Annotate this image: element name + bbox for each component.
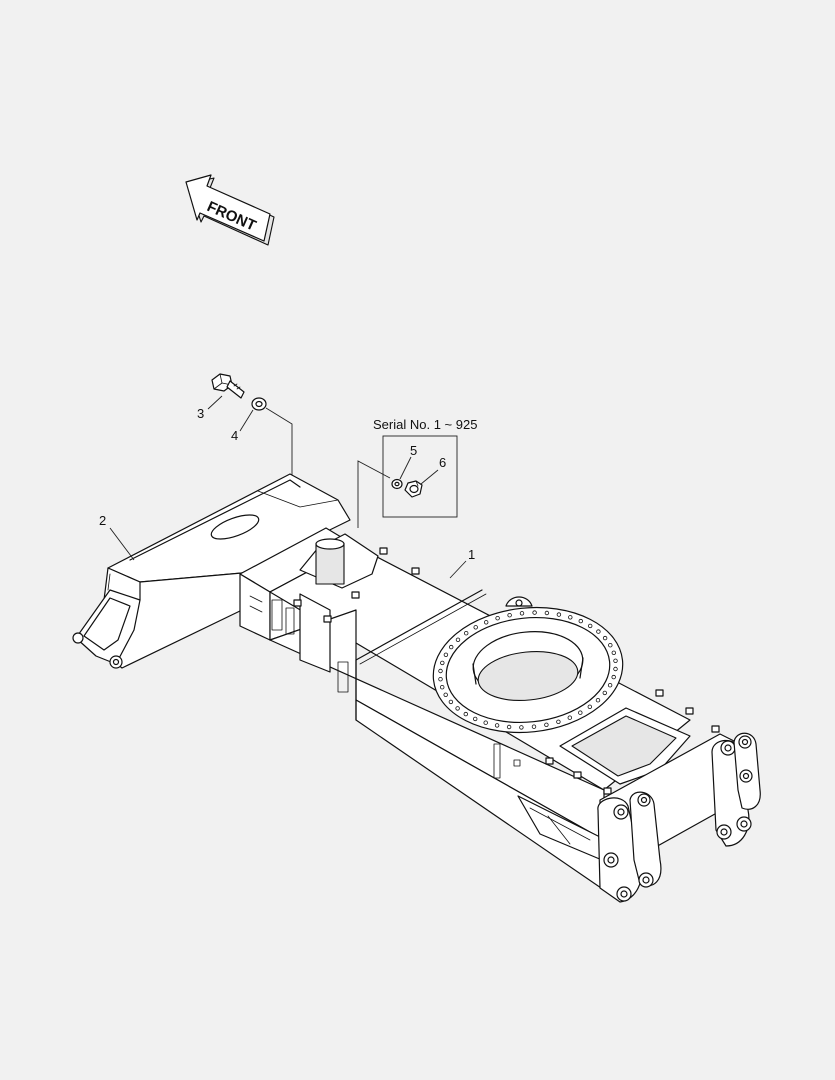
- ring-bolt-hole: [556, 719, 561, 724]
- ring-bolt-hole: [464, 631, 469, 636]
- ring-bolt-hole: [448, 699, 454, 705]
- leader-4: [239, 409, 254, 432]
- ring-bolt-hole: [608, 643, 613, 648]
- ring-bolt-hole: [607, 683, 613, 688]
- ring-bolt-hole: [506, 724, 512, 730]
- serial-note: Serial No. 1 ~ 925: [373, 417, 477, 432]
- ring-bolt-hole: [578, 710, 583, 715]
- ring-bolt-hole: [494, 723, 500, 728]
- leader-1: [449, 560, 467, 579]
- ring-bolt-hole: [578, 618, 583, 624]
- leader-5: [399, 456, 412, 480]
- ring-bolt-hole: [438, 677, 443, 682]
- ring-bolt-hole: [556, 612, 562, 617]
- callout-4: 4: [231, 428, 238, 443]
- callout-5: 5: [410, 443, 417, 458]
- serial-box: [382, 435, 458, 518]
- ring-bolt-hole: [544, 610, 550, 616]
- slew-ring-bolt-holes: [438, 610, 618, 730]
- ring-bolt-hole: [438, 668, 443, 674]
- leader-2: [109, 527, 135, 561]
- nut-icon: [404, 480, 423, 498]
- ring-bolt-hole: [507, 613, 512, 618]
- ring-bolt-hole: [473, 716, 478, 722]
- leader-box-to-frame: [357, 460, 391, 528]
- callout-1: 1: [468, 547, 475, 562]
- small-washer-icon: [391, 478, 403, 490]
- callout-6: 6: [439, 455, 446, 470]
- ring-bolt-hole: [611, 650, 616, 655]
- ring-bolt-hole: [613, 658, 618, 663]
- ring-bolt-hole: [544, 722, 549, 727]
- ring-bolt-hole: [484, 620, 489, 625]
- bolt-icon: [211, 373, 245, 399]
- ring-bolt-hole: [602, 635, 608, 641]
- leader-6: [420, 469, 439, 485]
- ring-bolt-hole: [611, 674, 616, 680]
- main-frame: [239, 527, 761, 903]
- ring-bolt-hole: [519, 611, 525, 616]
- ring-bolt-hole: [495, 616, 500, 621]
- ring-bolt-hole: [595, 698, 601, 703]
- ring-bolt-hole: [455, 637, 461, 642]
- ring-bolt-hole: [449, 644, 454, 650]
- ring-bolt-hole: [587, 704, 592, 709]
- ring-bolt-hole: [440, 660, 445, 666]
- ring-bolt-hole: [596, 629, 601, 634]
- ring-bolt-hole: [532, 610, 537, 615]
- ring-bolt-hole: [440, 685, 445, 690]
- ring-bolt-hole: [443, 652, 449, 657]
- ring-bolt-hole: [519, 725, 524, 730]
- ring-bolt-hole: [531, 724, 537, 729]
- ring-bolt-hole: [613, 666, 618, 672]
- ring-bolt-hole: [483, 720, 488, 725]
- ring-bolt-hole: [588, 623, 593, 629]
- front-extension-arm: [72, 473, 351, 669]
- ring-bolt-hole: [473, 625, 478, 630]
- ring-bolt-hole: [455, 706, 460, 711]
- ring-bolt-hole: [568, 615, 573, 620]
- ring-bolt-hole: [567, 715, 572, 720]
- ring-bolt-hole: [463, 711, 468, 717]
- callout-3: 3: [197, 406, 204, 421]
- washer-icon: [251, 397, 267, 411]
- front-arrow-icon: FRONT: [185, 174, 275, 246]
- callout-2: 2: [99, 513, 106, 528]
- leader-3: [207, 395, 223, 410]
- ring-bolt-hole: [443, 692, 448, 697]
- ring-bolt-hole: [602, 690, 607, 696]
